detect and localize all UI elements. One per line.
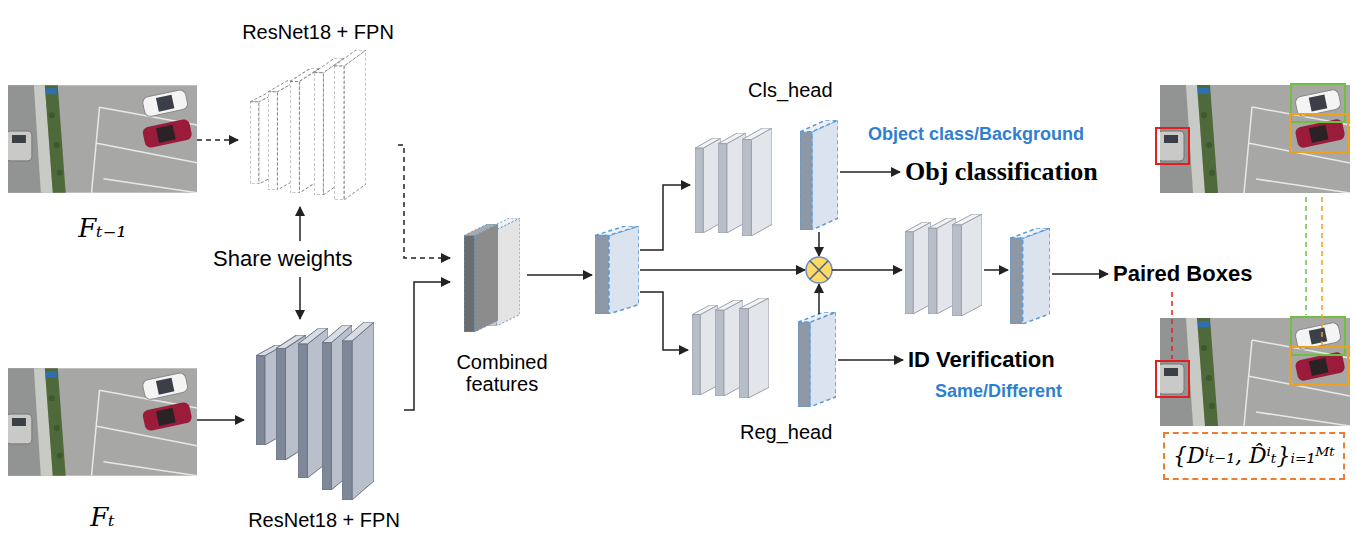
task-label: Paired Boxes — [1113, 261, 1252, 287]
flow-arrow — [838, 359, 903, 361]
feature-map — [800, 120, 838, 230]
annotation: Share weights — [213, 246, 352, 272]
task-label: ID Verification — [908, 347, 1055, 373]
share-arrow — [299, 277, 301, 319]
image-frame: Fₜ — [8, 368, 197, 532]
formula-text: {Dⁱₜ₋₁, D̂ⁱₜ}ᵢ₌₁ᴹᵗ — [1173, 443, 1335, 469]
feature-map — [1010, 228, 1050, 324]
track-box — [1156, 361, 1189, 397]
head-layer — [739, 298, 769, 398]
head-stack: Cls_head — [690, 78, 845, 243]
head-layer — [715, 300, 743, 396]
track-box — [1291, 84, 1345, 122]
feature-stack: Combined features — [450, 215, 640, 395]
flow-connector — [640, 292, 688, 350]
flow-arrow — [840, 171, 900, 173]
backbone-stack: ResNet18 + FPN — [238, 20, 398, 210]
flow-arrow — [818, 284, 820, 314]
feature-map — [798, 312, 836, 407]
head-layer — [742, 128, 772, 236]
head-layer — [718, 133, 746, 233]
stack-label: Reg_head — [740, 420, 832, 444]
task-label: Obj classification — [905, 157, 1098, 187]
pair-layer — [952, 214, 982, 316]
output-set-box: {Dⁱₜ₋₁, D̂ⁱₜ}ᵢ₌₁ᴹᵗ — [1163, 432, 1345, 480]
pair-link — [1171, 292, 1173, 359]
pair-link — [1321, 197, 1323, 345]
head-layer — [692, 305, 718, 395]
flow-arrow — [640, 269, 805, 271]
flow-arrow — [818, 232, 820, 256]
stack-label: ResNet18 + FPN — [248, 508, 400, 532]
result-photo — [1158, 85, 1350, 193]
stack-label: ResNet18 + FPN — [242, 20, 394, 44]
flow-connector — [640, 185, 690, 250]
frame-photo — [6, 85, 197, 192]
stack-label: Cls_head — [748, 78, 833, 102]
flow-arrow — [984, 269, 1008, 271]
flow-arrow — [1052, 273, 1108, 275]
share-arrow — [299, 207, 301, 241]
result-photo — [1158, 318, 1350, 426]
frame-photo — [6, 368, 197, 475]
backbone-layer — [334, 50, 366, 200]
pair-layer — [905, 222, 931, 314]
multiply-cross — [810, 261, 828, 279]
track-box — [1291, 317, 1345, 355]
multiply-symbol — [806, 257, 832, 283]
pair-layer — [928, 218, 956, 314]
frame-caption: Fₜ₋₁ — [78, 213, 127, 243]
frame-caption: Fₜ — [90, 502, 114, 532]
pair-link — [1305, 197, 1307, 315]
head-stack: Reg_head — [688, 298, 843, 444]
flow-arrow — [527, 274, 592, 276]
track-box — [1290, 347, 1348, 385]
flow-arrow — [832, 269, 902, 271]
backbone-layer — [342, 322, 374, 500]
head-layer — [695, 138, 721, 233]
image-frame: Fₜ₋₁ — [8, 85, 197, 243]
backbone-stack: ResNet18 + FPN — [244, 322, 404, 532]
flow-connector — [398, 145, 450, 258]
flow-connector — [197, 139, 238, 141]
track-box — [1290, 114, 1348, 152]
output-note: Object class/Background — [868, 123, 1084, 145]
feature-map — [595, 226, 639, 314]
flow-connector — [404, 282, 450, 410]
track-box — [1156, 128, 1189, 164]
stack-label: Combined features — [450, 351, 554, 395]
output-note: Same/Different — [935, 380, 1062, 402]
flow-connector — [197, 419, 244, 421]
combined-layer — [464, 224, 498, 332]
